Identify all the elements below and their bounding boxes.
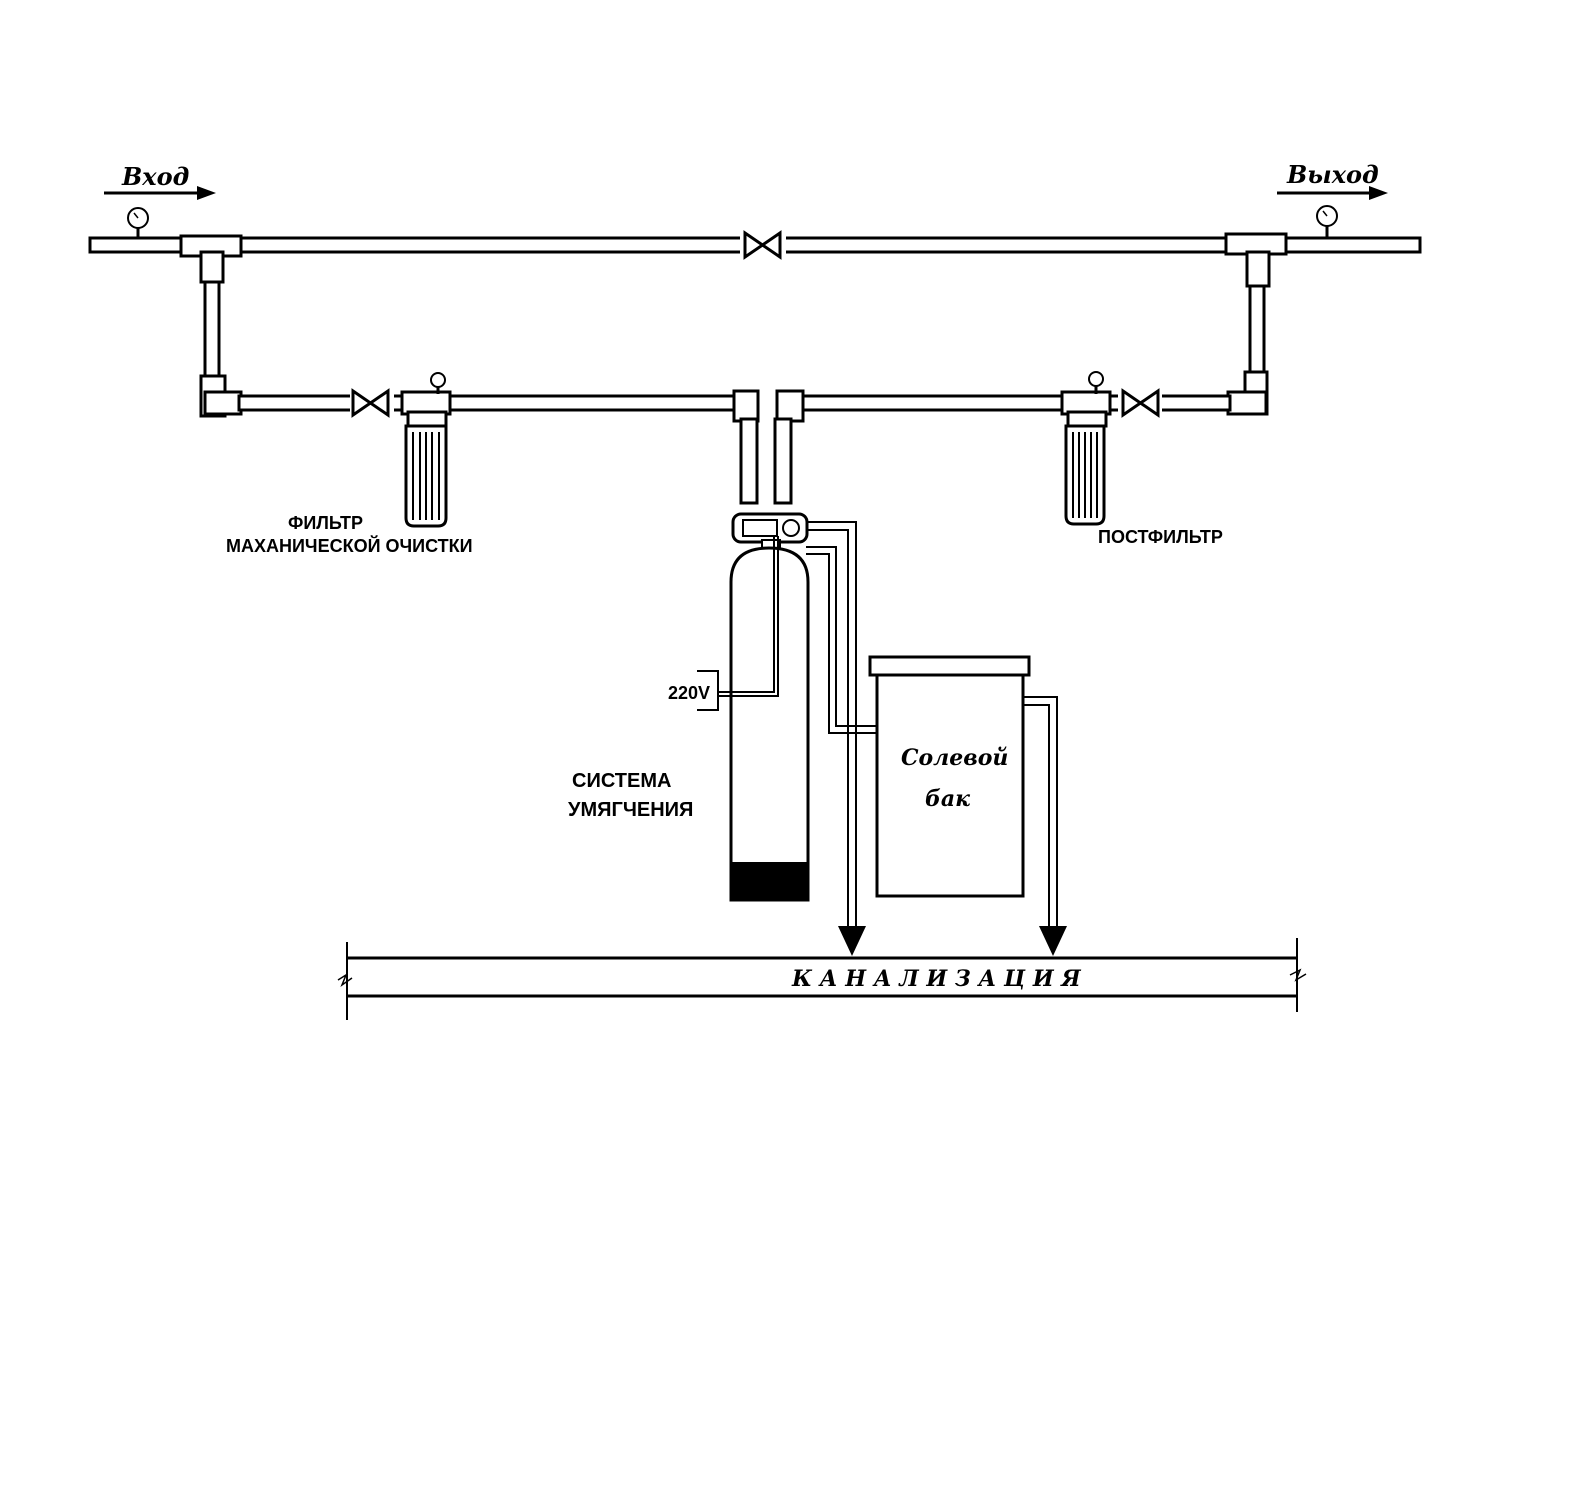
softener-inlet-elbow — [732, 389, 760, 505]
voltage-label: 220V — [668, 683, 710, 703]
overflow-line — [1023, 696, 1067, 956]
drain-line — [806, 521, 866, 956]
service-line-left — [237, 394, 741, 412]
left-riser — [199, 280, 243, 418]
softener-outlet-elbow — [773, 389, 805, 505]
postfilter — [1060, 390, 1112, 526]
sewer-pipe — [337, 938, 1307, 1020]
softener-control-valve — [731, 512, 809, 553]
inlet-label: Вход — [121, 162, 189, 191]
softener-label-line2: УМЯГЧЕНИЯ — [568, 799, 693, 821]
inlet-arrow-icon — [104, 186, 216, 200]
postfilter-gauge-icon — [1088, 371, 1104, 394]
sewer-label: К А Н А Л И З А Ц И Я — [791, 966, 1081, 992]
softener-media — [731, 862, 808, 900]
postfilter-label: ПОСТФИЛЬТР — [1098, 527, 1223, 547]
mech-filter-valve-icon — [350, 388, 394, 418]
mech-filter-label-line1: ФИЛЬТР — [288, 513, 363, 533]
service-line-right — [798, 394, 1232, 412]
brine-line — [806, 546, 880, 734]
brine-tank — [868, 655, 1031, 898]
outlet-label: Выход — [1286, 160, 1379, 189]
mech-filter-label-line2: МАХАНИЧЕСКОЙ ОЧИСТКИ — [226, 535, 473, 556]
bypass-valve-icon — [740, 230, 786, 260]
outlet-arrow-icon — [1277, 186, 1388, 200]
brine-tank-label-line1: Солевой — [901, 745, 1008, 771]
mechanical-filter — [400, 390, 452, 528]
outlet-pressure-gauge-icon — [1316, 205, 1338, 238]
mech-filter-gauge-icon — [430, 372, 446, 394]
brine-tank-label-line2: бак — [925, 786, 970, 812]
softener-tank — [729, 546, 810, 902]
right-riser — [1226, 284, 1269, 416]
softener-label-line1: СИСТЕМА — [572, 770, 671, 792]
power-cable — [697, 536, 779, 711]
inlet-pressure-gauge-icon — [127, 207, 149, 238]
postfilter-valve-icon — [1118, 388, 1162, 418]
